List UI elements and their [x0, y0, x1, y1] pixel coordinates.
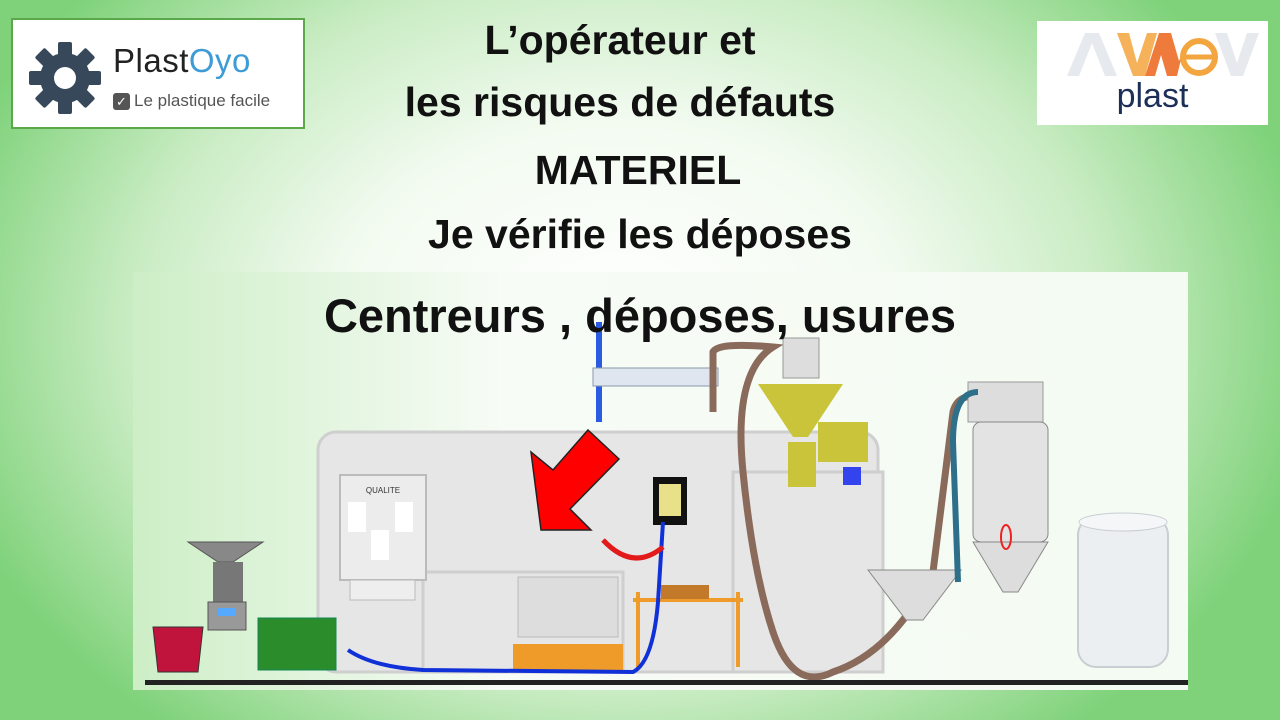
- red-arrow-indicator: [530, 428, 621, 531]
- title-line-2: les risques de défauts: [404, 79, 836, 125]
- red-bin: [152, 626, 204, 673]
- floor-line: [145, 680, 1188, 685]
- cabinet-label: QUALITE: [366, 486, 400, 495]
- gear-icon: [29, 42, 101, 114]
- tagline-text: Le plastique facile: [134, 91, 271, 110]
- awev-mark: [1067, 33, 1259, 76]
- title-line-3: MATERIEL: [534, 147, 742, 193]
- title-line-1: L’opérateur et: [484, 17, 756, 63]
- plastoyo-tagline: ✓Le plastique facile: [113, 91, 270, 111]
- plastic-drum: [1077, 512, 1169, 668]
- blue-hose: [346, 521, 665, 675]
- orange-tray: [513, 644, 623, 672]
- production-line-illustration: QUALITE: [133, 272, 1188, 690]
- teal-hose: [949, 389, 979, 583]
- brand-plast: Plast: [113, 42, 189, 79]
- awev-plast-text: plast: [1116, 77, 1189, 115]
- brand-oyo: Oyo: [188, 42, 251, 79]
- connector-block: [661, 585, 709, 599]
- parts-bin: [517, 576, 619, 638]
- title-line-5: Centreurs , déposes, usures: [323, 289, 957, 342]
- plastoyo-brand: PlastOyo: [113, 42, 251, 80]
- quality-cabinet: QUALITE: [339, 474, 427, 601]
- dryer: [967, 381, 1049, 593]
- green-container: [257, 617, 337, 671]
- checkbox-icon: ✓: [113, 92, 130, 110]
- yellow-hopper: [758, 337, 868, 487]
- orange-cart: [633, 592, 743, 667]
- plastoyo-logo: PlastOyo ✓Le plastique facile: [11, 18, 305, 129]
- grinder: [186, 541, 265, 631]
- robot-arm: [592, 367, 719, 387]
- red-cable: [601, 538, 665, 561]
- awev-plast-logo: plast: [1037, 21, 1268, 125]
- steel-funnel: [866, 569, 963, 621]
- title-line-4: Je vérifie les déposes: [428, 211, 852, 257]
